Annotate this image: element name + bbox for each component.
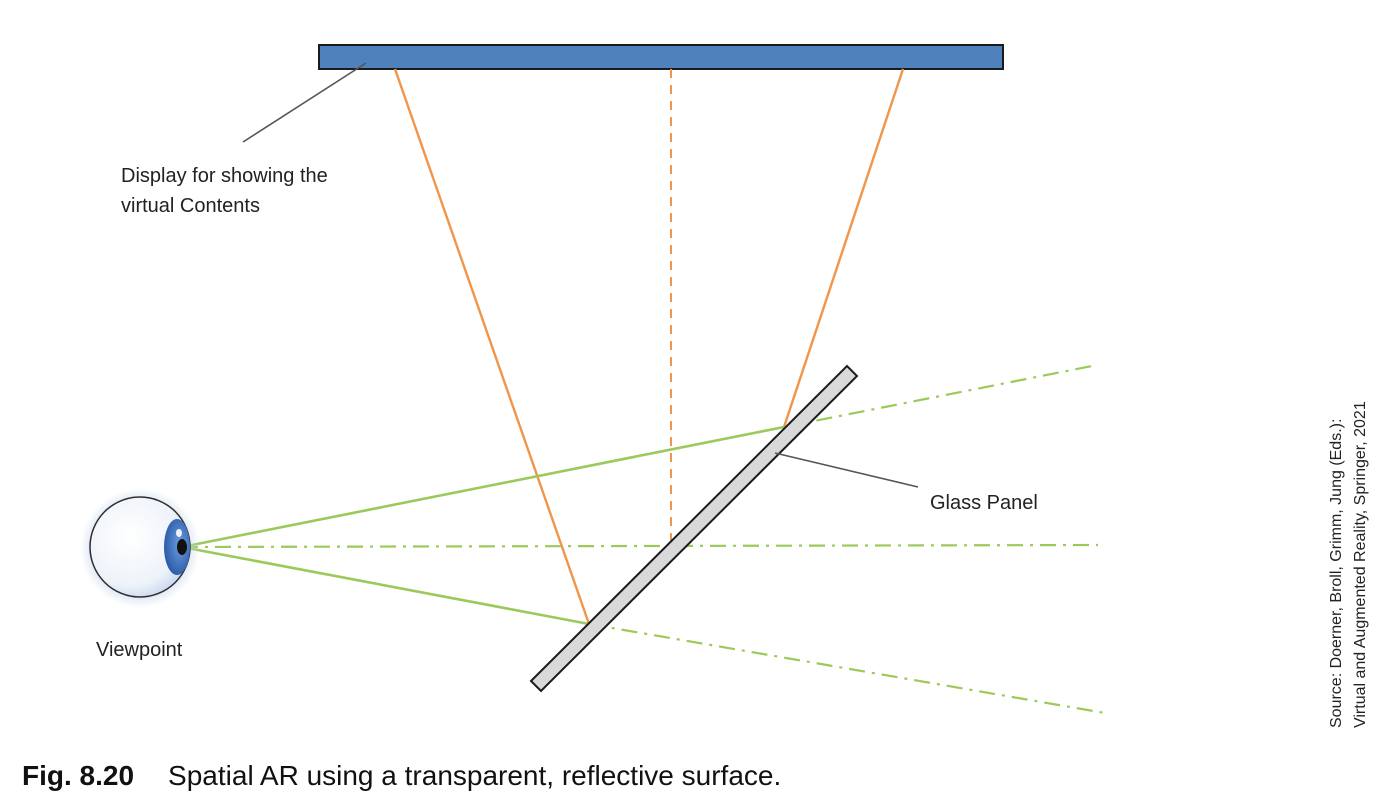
source-citation: Source: Doerner, Broll, Grimm, Jung (Eds… <box>1325 401 1373 728</box>
eye-icon <box>80 488 200 608</box>
sight-line-lower-extension <box>588 622 1106 715</box>
glass-panel-label: Glass Panel <box>930 492 1038 514</box>
source-line-1: Source: Doerner, Broll, Grimm, Jung (Eds… <box>1328 418 1345 728</box>
sight-line-upper-extension <box>783 364 1093 429</box>
display-label-line-1: Display for showing the <box>121 165 328 187</box>
sight-line-upper <box>181 425 785 549</box>
projection-ray-left <box>393 68 591 625</box>
display-label: Display for showing the virtual Contents <box>121 161 381 221</box>
sight-line-lower <box>181 545 590 626</box>
glass-panel <box>529 364 859 693</box>
sight-line-center <box>181 543 1099 549</box>
viewpoint-label: Viewpoint <box>96 639 183 661</box>
display-leader-line <box>242 62 367 143</box>
projection-ray-right <box>782 68 905 428</box>
figure-caption-text: Spatial AR using a transparent, reflecti… <box>168 760 782 791</box>
glass-leader-line <box>774 452 919 488</box>
display-label-line-2: virtual Contents <box>121 195 260 217</box>
display-panel <box>318 44 1004 70</box>
figure-number: Fig. 8.20 <box>22 760 135 791</box>
source-line-2: Virtual and Augmented Reality, Springer,… <box>1352 401 1369 728</box>
figure-caption: Fig. 8.20 Spatial AR using a transparent,… <box>22 756 781 796</box>
